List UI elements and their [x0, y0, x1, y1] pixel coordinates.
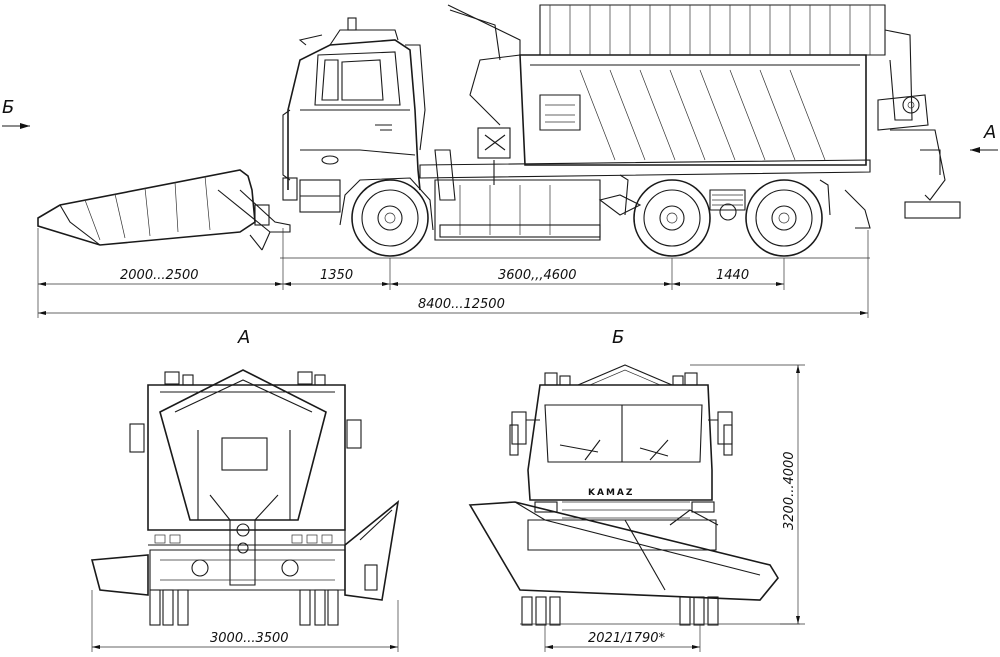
dim-rear-axle-spacing: 1440	[716, 268, 749, 283]
dim-plow-length: 2000...2500	[120, 268, 199, 283]
rear-suspension	[619, 174, 831, 221]
kamaz-logo-text: KAMAZ	[588, 488, 634, 498]
view-arrow-left: Б	[2, 97, 30, 129]
dump-body	[447, 4, 886, 166]
truck-cab	[282, 17, 434, 231]
chassis-frame	[419, 127, 871, 241]
rear-view-title: A	[237, 327, 250, 348]
rear-spreader	[844, 29, 961, 229]
rear-wheel-1	[633, 179, 711, 257]
front-view: Б KAMAZ	[468, 327, 805, 652]
view-arrow-right-label: A	[983, 122, 996, 143]
front-view-title: Б	[612, 327, 624, 348]
side-view: Б A	[2, 4, 998, 318]
dim-height: 3200...4000	[782, 451, 797, 530]
side-dimensions: 2000...2500 1350 3600,,,4600 1440 8400..…	[37, 228, 869, 318]
dim-front-overhang: 1350	[320, 268, 353, 283]
plow-blade-side	[37, 169, 291, 251]
rear-wheel-2	[745, 179, 823, 257]
dim-wheelbase: 3600,,,4600	[498, 268, 577, 283]
dim-overall-length: 8400...12500	[418, 297, 505, 312]
view-arrow-right: A	[970, 122, 998, 153]
view-arrow-left-label: Б	[2, 97, 14, 118]
front-wheel	[351, 179, 429, 257]
dim-front-track: 2021/1790*	[588, 631, 666, 646]
rear-view: A	[90, 327, 400, 652]
dim-rear-width: 3000...3500	[210, 631, 289, 646]
